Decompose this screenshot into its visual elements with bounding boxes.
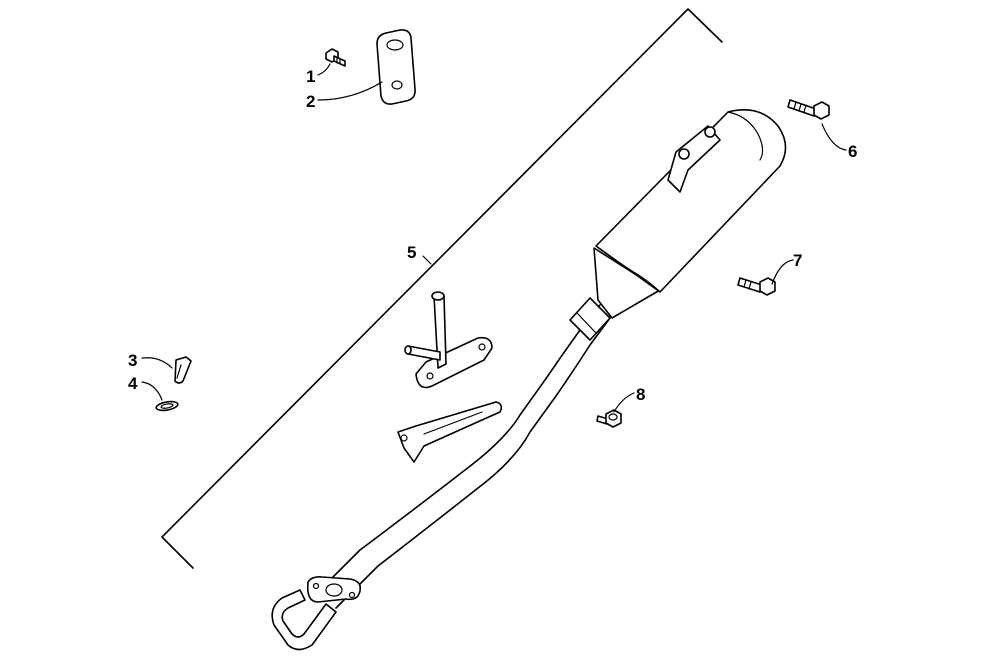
leader-lines xyxy=(141,63,847,413)
callout-1: 1 xyxy=(306,67,315,86)
mounting-plate-part-2 xyxy=(376,29,416,105)
bolt-part-1 xyxy=(325,48,346,67)
exhaust-assembly-part-5 xyxy=(271,109,787,651)
bolt-part-6 xyxy=(787,99,830,120)
nut-part-8 xyxy=(596,409,622,428)
callout-2: 2 xyxy=(306,92,315,111)
ring-part-4 xyxy=(155,400,179,412)
callout-8: 8 xyxy=(636,385,645,404)
callout-6: 6 xyxy=(848,142,857,161)
callout-labels: 1 2 3 4 5 6 7 8 xyxy=(128,67,857,404)
callout-7: 7 xyxy=(793,251,802,270)
pin-part-3 xyxy=(174,356,192,384)
assembly-bracket xyxy=(161,8,723,569)
callout-4: 4 xyxy=(128,374,138,393)
callout-5: 5 xyxy=(407,243,416,262)
bolt-part-7 xyxy=(737,277,776,296)
callout-3: 3 xyxy=(128,351,137,370)
